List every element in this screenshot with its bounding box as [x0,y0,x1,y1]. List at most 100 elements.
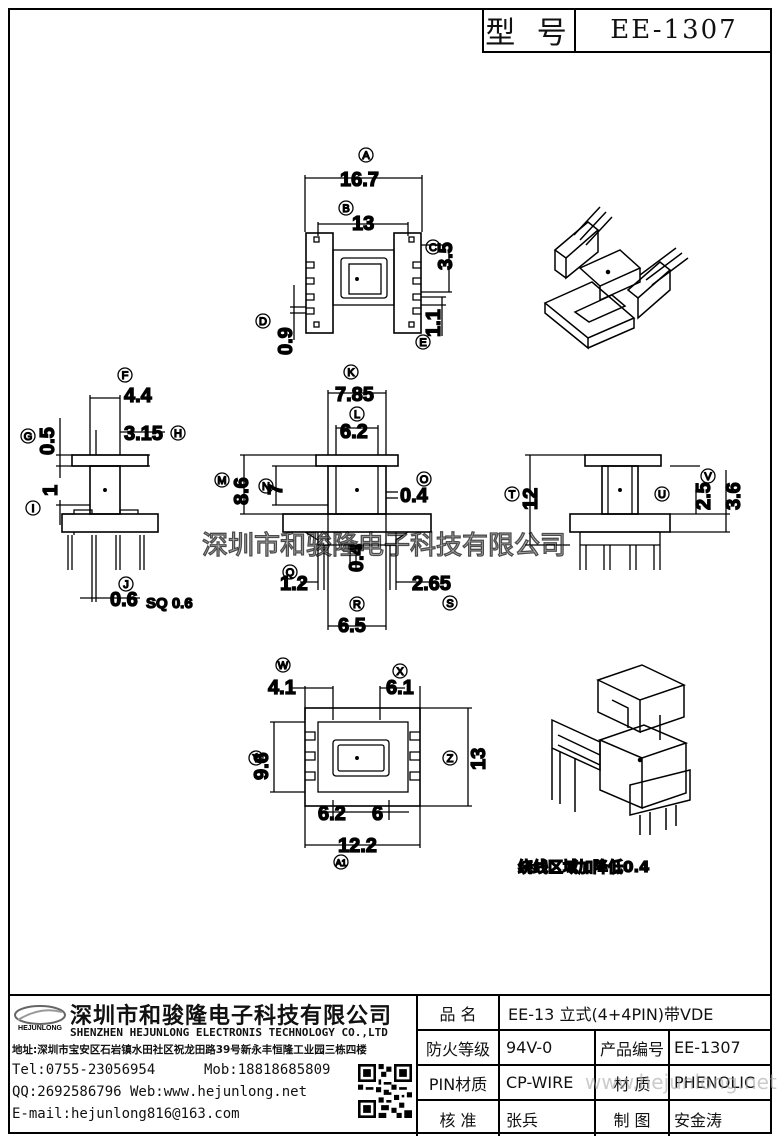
dim-A: 16.7 [340,169,379,191]
dim-B: 13 [352,213,374,235]
marker-B: B [342,203,349,215]
marker-X: X [396,666,404,678]
dim-S: 2.65 [412,573,451,595]
front-view [240,390,432,630]
dim-inner-a: 6.2 [318,803,346,825]
pin-material-value: CP-WIRE [500,1066,596,1099]
marker-C: C [429,242,437,254]
product-name-value: EE-13 立式(4+4PIN)带VDE [508,1004,714,1024]
dim-U: 2.5 [693,482,715,510]
dim-G: 0.5 [37,427,59,455]
marker-G: G [24,431,33,443]
company-logo: HEJUNLONG [14,1005,66,1032]
marker-A1: A1 [335,858,346,868]
row-materials: PIN材质 CP-WIRE 材 质 PHENOLIC [418,1066,772,1101]
dim-H: 3.15 [124,423,163,445]
product-name-label: 品 名 [418,996,500,1029]
qr-code [358,1064,412,1118]
marker-N: N [262,481,270,493]
dim-T: 12 [520,488,542,510]
approved-label: 核 准 [418,1101,500,1136]
company-name-cn: 深圳市和骏隆电子科技有限公司 [70,1003,393,1029]
marker-I: I [31,503,34,515]
contact-qq-web: QQ:2692586796 Web:www.hejunlong.net [12,1084,308,1100]
iso-view-top [543,206,689,350]
marker-M: M [217,475,226,487]
contact-mob: Mob:18818685809 [204,1062,331,1078]
pin-material-label: PIN材质 [418,1066,500,1099]
dim-P: 0.4 [346,543,368,572]
marker-L: L [354,409,360,421]
title-block: HEJUNLONG 深圳市和骏隆电子科技有限公司 SHENZHEN HEJUNL… [8,994,772,1136]
body-material-value: PHENOLIC [674,1073,756,1092]
marker-Z: Z [447,753,454,765]
dim-R: 6.5 [338,615,366,637]
fire-rating-value: 94V-0 [500,1031,596,1064]
marker-F: F [122,370,129,382]
contact-tel: Tel:0755-23056954 [12,1062,156,1078]
marker-E: E [419,337,426,349]
drawing-frame [8,8,772,1134]
left-side-view [56,395,165,602]
dim-J: 0.6 [110,589,138,611]
dim-Y: 9.6 [251,752,273,780]
marker-A: A [362,150,370,162]
dim-I: 1 [40,485,62,496]
marker-S: S [446,598,453,610]
top-view [290,175,452,340]
marker-J: J [123,579,129,591]
winding-note: 绕线区域加降低0.4 [518,858,650,876]
marker-K: K [347,367,355,379]
body-material-label: 材 质 [596,1066,670,1099]
marker-O: O [420,474,429,486]
product-code-value: EE-1307 [674,1038,741,1057]
dim-X: 6.1 [386,677,414,699]
contact-email: E-mail:hejunlong816@163.com [12,1106,240,1122]
watermark-company: 深圳市和骏隆电子科技有限公司 [202,531,566,561]
dim-M: 8.6 [231,477,253,505]
dim-C: 3.5 [435,242,457,270]
watermark-url: www.hejunlong.net [585,1070,777,1094]
logo-text: HEJUNLONG [18,1025,63,1032]
product-info-grid: 品 名 EE-13 立式(4+4PIN)带VDE 防火等级 94V-0 产品编号… [418,996,772,1136]
dim-O: 0.4 [400,485,429,507]
dim-A1: 12.2 [338,835,377,857]
dim-D: 0.9 [275,327,297,355]
row-fire-code: 防火等级 94V-0 产品编号 EE-1307 [418,1031,772,1066]
dim-L: 6.2 [340,421,368,443]
dim-inner-b: 6 [372,803,383,825]
fire-rating-label: 防火等级 [418,1031,500,1064]
marker-Y: Y [252,753,260,765]
company-name-en: SHENZHEN HEJUNLONG ELECTRONIS TECHNOLOGY… [70,1026,388,1039]
dim-N: 7 [265,484,287,495]
marker-D: D [259,316,267,328]
marker-H: H [174,428,182,440]
marker-V: V [704,471,712,483]
marker-Q: Q [286,567,295,579]
row-product-name: 品 名 EE-13 立式(4+4PIN)带VDE [418,996,772,1031]
dim-K: 7.85 [335,384,374,406]
technical-drawing: 16.7 13 3.5 0.9 1.1 4.4 0.5 3.15 1 0.6 S… [20,147,746,877]
company-address: 地址:深圳市宝安区石岩镇水田社区祝龙田路39号新永丰恒隆工业园三栋四楼 [12,1044,367,1056]
product-code-label: 产品编号 [596,1031,670,1064]
approved-value: 张兵 [500,1101,596,1136]
dim-V: 3.6 [723,482,745,510]
dim-E: 1.1 [423,309,445,337]
model-value: EE-1307 [610,14,738,45]
row-approvals: 核 准 张兵 制 图 安金涛 [418,1101,772,1136]
right-side-view [525,454,730,570]
company-info: HEJUNLONG 深圳市和骏隆电子科技有限公司 SHENZHEN HEJUNL… [8,996,418,1136]
dim-J-sq: SQ 0.6 [146,595,193,612]
model-label: 型 号 [484,8,576,51]
drawn-value: 安金涛 [674,1110,723,1130]
iso-view-bottom [551,664,691,835]
marker-W: W [278,660,289,672]
bottom-view [270,686,472,848]
dimension-markers: A B C D E F G H I J K L M N O Q R S T U … [20,147,716,870]
drawn-label: 制 图 [596,1101,670,1136]
marker-T: T [509,489,516,501]
model-box: 型 号 EE-1307 [482,8,772,53]
marker-R: R [353,599,361,611]
dim-W: 4.1 [268,677,296,699]
dim-Z: 13 [468,748,490,770]
